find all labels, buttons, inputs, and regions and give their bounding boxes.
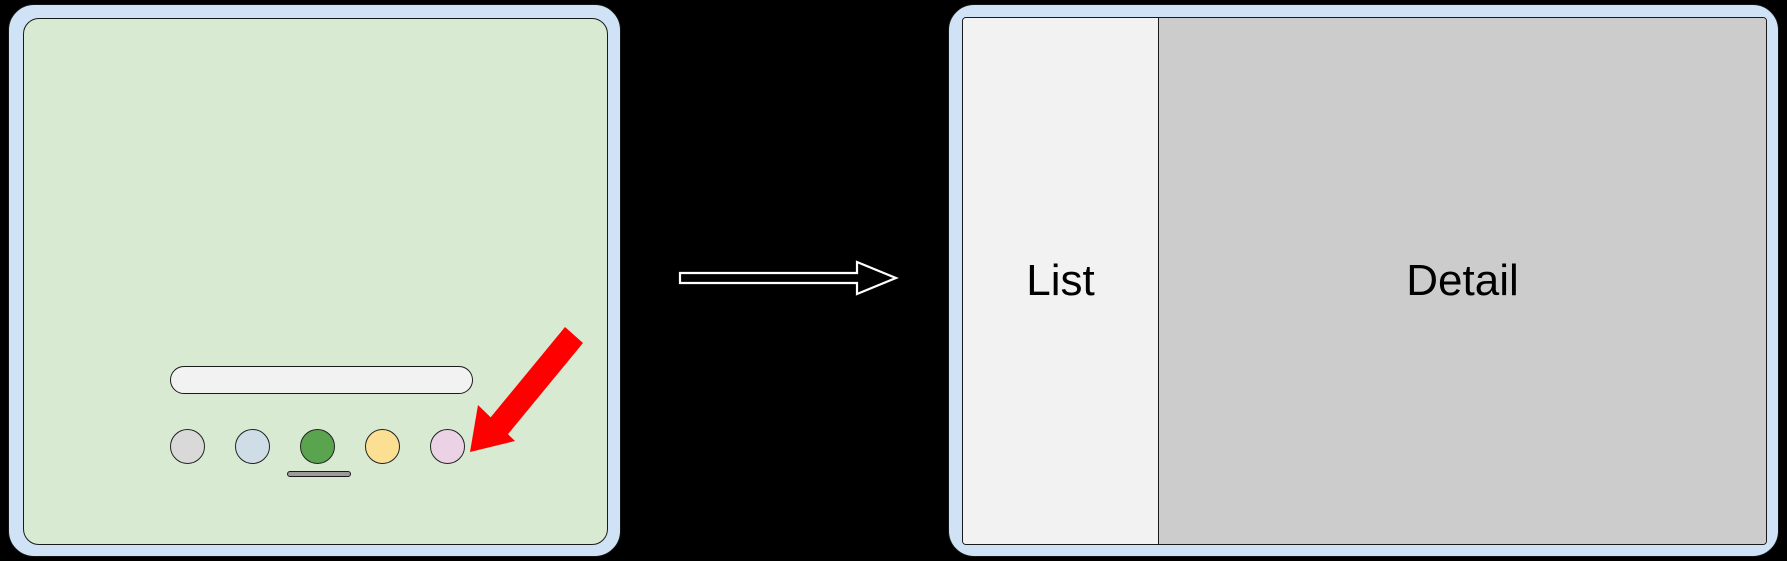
pane-detail-label: Detail xyxy=(1406,256,1519,305)
search-pill[interactable] xyxy=(170,366,473,394)
pane-list-label: List xyxy=(1026,256,1095,305)
dock-app-3-icon[interactable] xyxy=(300,428,335,464)
tablet-split-screen: List Detail xyxy=(962,17,1767,545)
pane-detail[interactable]: Detail xyxy=(1159,18,1766,544)
dock xyxy=(170,422,480,470)
dock-app-1-icon[interactable] xyxy=(170,428,205,464)
transition-arrow-icon xyxy=(678,260,899,296)
tablet-home-device xyxy=(8,4,621,557)
pane-list[interactable]: List xyxy=(963,18,1159,544)
home-indicator[interactable] xyxy=(287,471,351,477)
tablet-split-device: List Detail xyxy=(948,4,1779,557)
dock-app-5-icon[interactable] xyxy=(430,428,465,464)
dock-app-4-icon[interactable] xyxy=(365,428,400,464)
red-arrow-pointer-icon xyxy=(470,327,583,452)
tablet-home-screen xyxy=(23,18,608,545)
dock-app-2-icon[interactable] xyxy=(235,428,270,464)
